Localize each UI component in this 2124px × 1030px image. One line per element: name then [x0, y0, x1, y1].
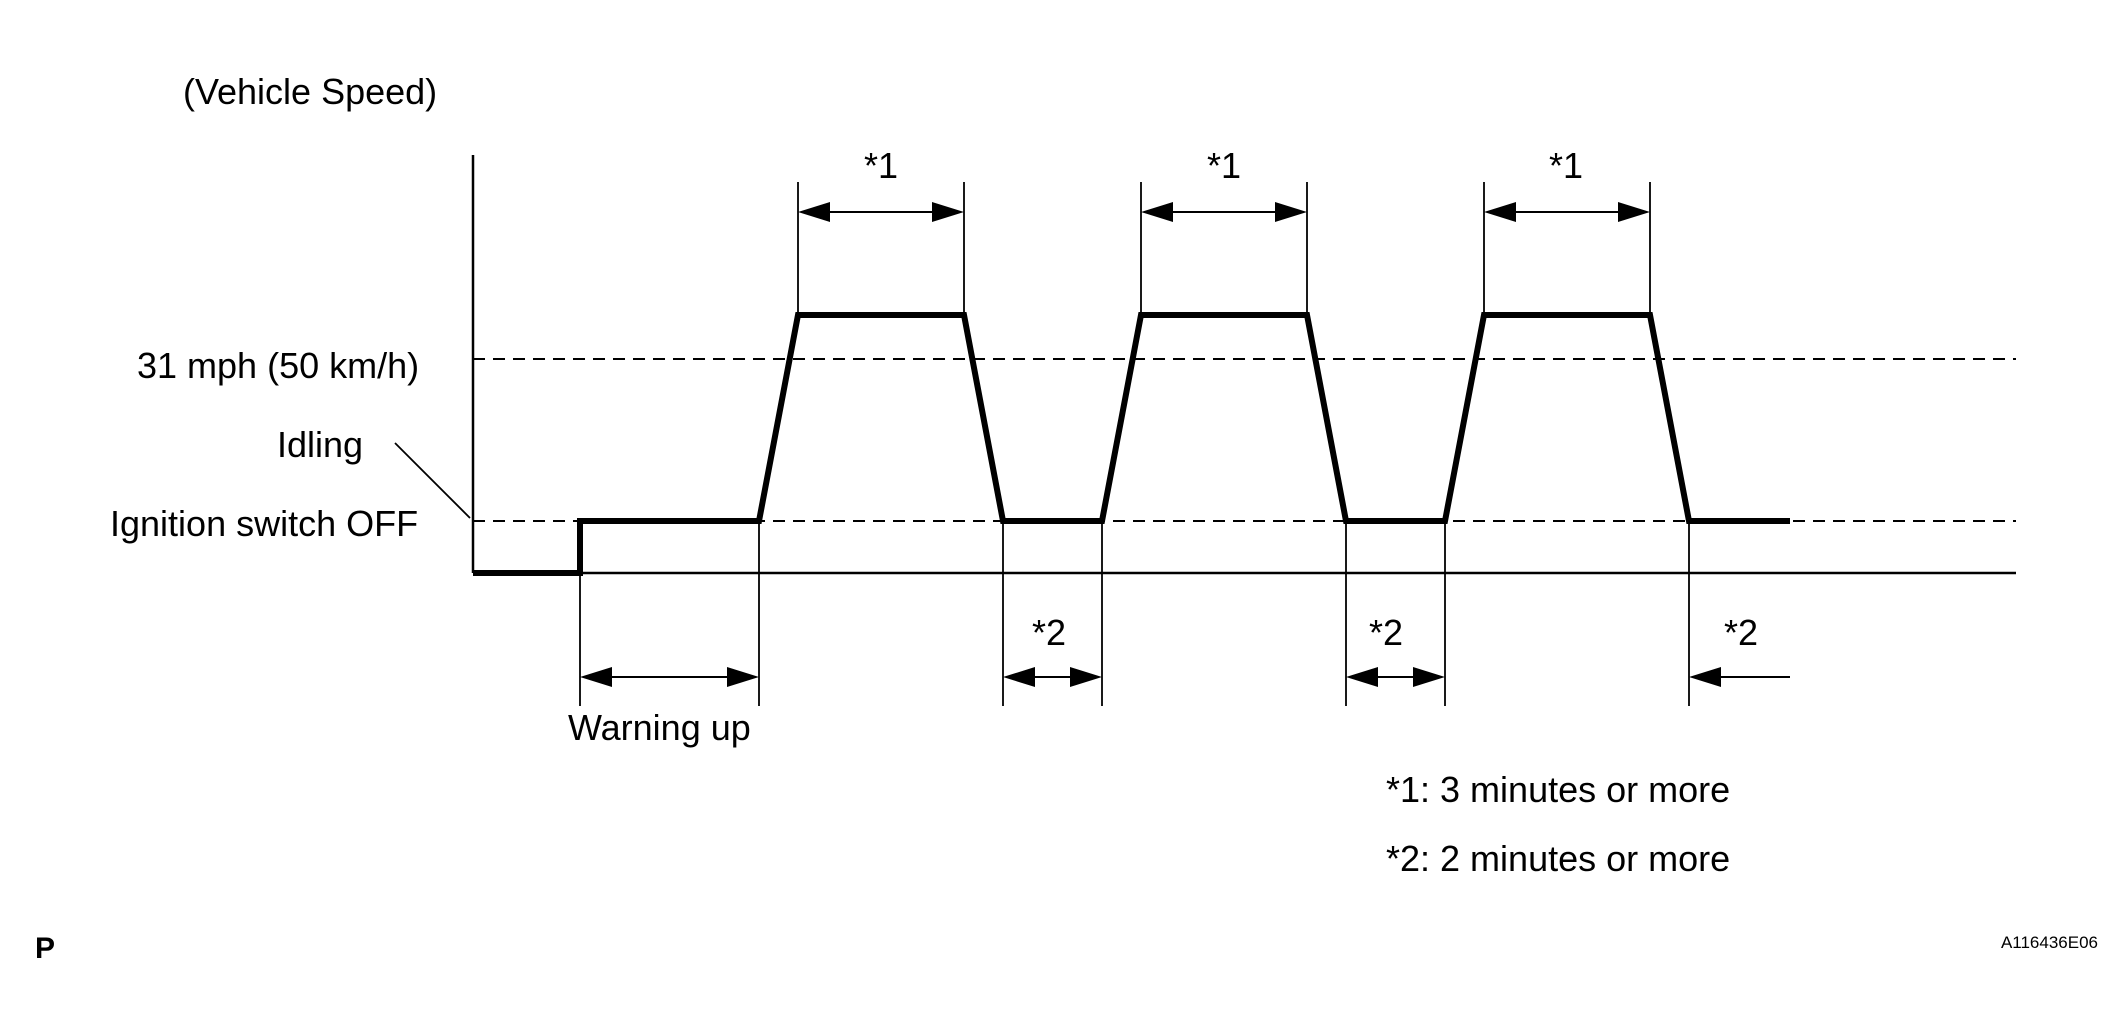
cruise-2-arrow-left — [1141, 202, 1173, 222]
cruise-interval-1: *1 — [797, 145, 965, 315]
ignition-off-label: Ignition switch OFF — [110, 503, 418, 544]
idle-interval-2: *2 — [1345, 521, 1446, 706]
idle-2-label: *2 — [1369, 612, 1403, 653]
note-2: *2: 2 minutes or more — [1386, 838, 1730, 879]
cruise-1-arrow-left — [798, 202, 830, 222]
idle-3-arrow-left — [1689, 667, 1721, 687]
warmup-arrow-right — [727, 667, 759, 687]
warmup-label: Warning up — [568, 707, 751, 748]
idle-1-arrow-left — [1003, 667, 1035, 687]
y-axis-label: (Vehicle Speed) — [183, 71, 437, 112]
cruise-1-label: *1 — [864, 145, 898, 186]
idling-label: Idling — [277, 424, 363, 465]
idle-interval-1: *2 — [1002, 521, 1103, 706]
idling-leader-line — [394, 442, 471, 519]
idle-3-label: *2 — [1724, 612, 1758, 653]
idle-interval-3: *2 — [1688, 521, 1790, 706]
cruise-2-label: *1 — [1207, 145, 1241, 186]
cruise-3-label: *1 — [1549, 145, 1583, 186]
speed-level-label: 31 mph (50 km/h) — [137, 345, 419, 386]
figure-id: A116436E06 — [2001, 933, 2098, 952]
cruise-2-arrow-right — [1275, 202, 1307, 222]
cruise-3-arrow-right — [1618, 202, 1650, 222]
cruise-3-arrow-left — [1484, 202, 1516, 222]
warmup-interval: Warning up — [568, 521, 760, 748]
speed-trace — [473, 312, 1790, 576]
idle-1-arrow-right — [1070, 667, 1102, 687]
page-marker: P — [35, 932, 55, 965]
idle-2-arrow-right — [1413, 667, 1445, 687]
note-1: *1: 3 minutes or more — [1386, 769, 1730, 810]
cruise-interval-2: *1 — [1140, 145, 1308, 315]
warmup-arrow-left — [580, 667, 612, 687]
idle-2-arrow-left — [1346, 667, 1378, 687]
cruise-interval-3: *1 — [1483, 145, 1651, 315]
idle-1-label: *2 — [1032, 612, 1066, 653]
cruise-1-arrow-right — [932, 202, 964, 222]
